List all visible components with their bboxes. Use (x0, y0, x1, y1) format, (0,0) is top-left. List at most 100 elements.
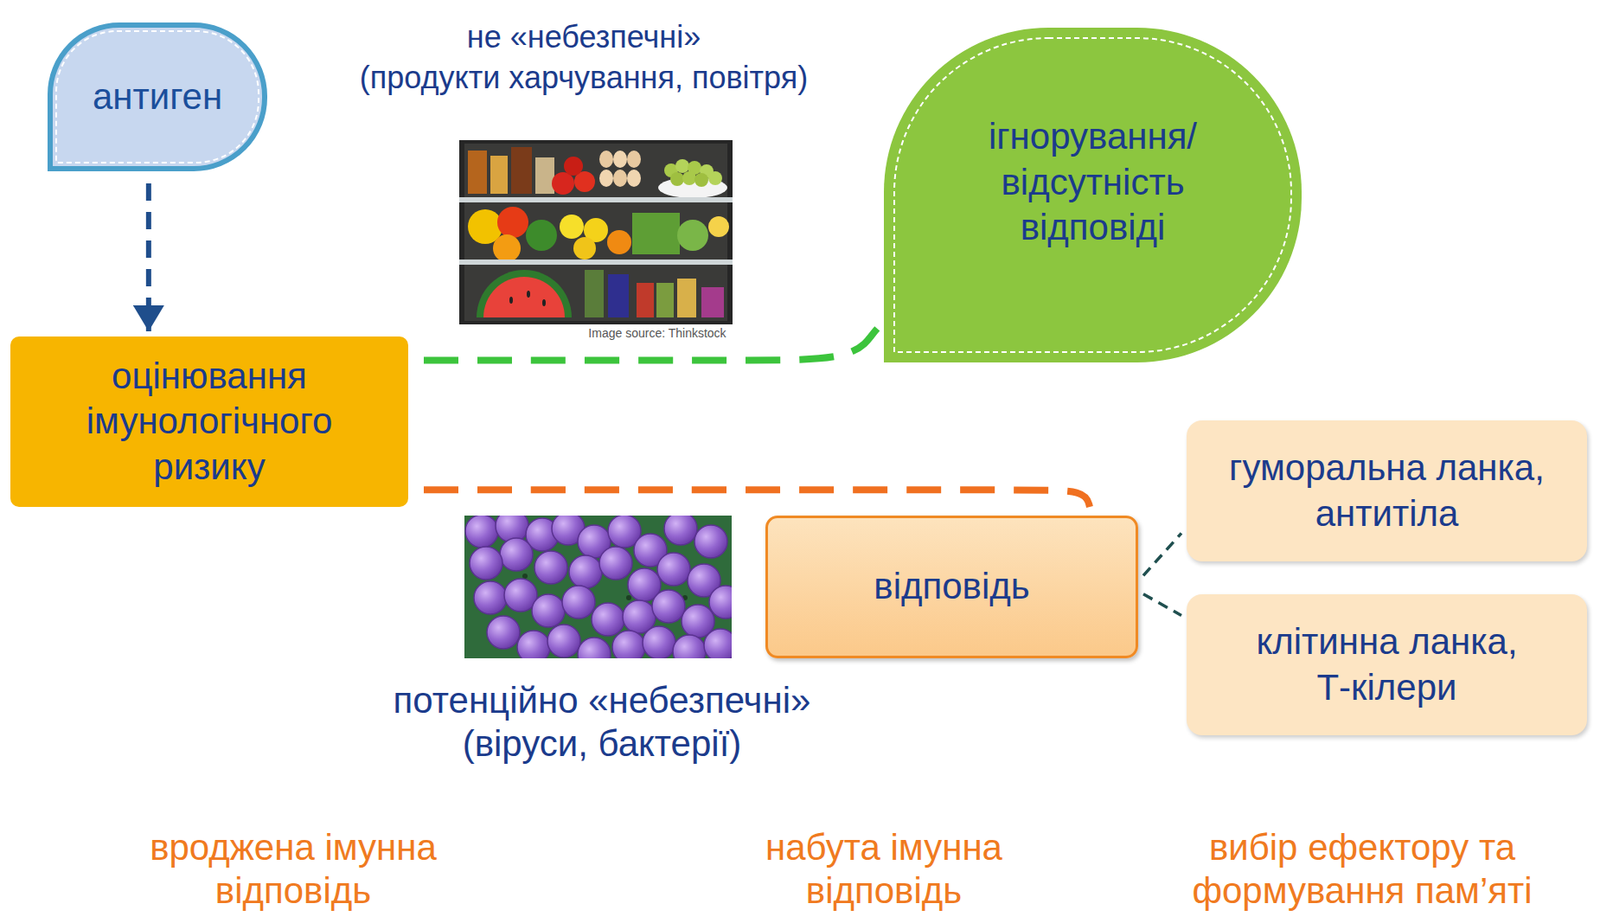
node-fill (50, 25, 265, 169)
image-credit: Image source: Thinkstock (588, 326, 726, 341)
node-text: відповідь (873, 563, 1030, 610)
node-label: ігнорування/ відсутність відповіді (988, 114, 1197, 251)
illustration-part (490, 155, 508, 194)
illustration-part (584, 269, 604, 318)
illustration-part (497, 206, 529, 238)
illustration-part (612, 630, 646, 664)
text-line: антитіла (1228, 491, 1545, 538)
illustration-part (483, 276, 565, 318)
connector (423, 489, 1090, 507)
outcome-bubble: ігнорування/ відсутність відповіді (883, 27, 1302, 363)
node-text: гуморальна ланка, антитіла (1228, 445, 1545, 537)
node-label: антиген (92, 74, 223, 121)
illustration-part (656, 282, 674, 318)
illustration-part (626, 595, 632, 601)
illustration-part (694, 524, 728, 558)
node-text: антиген (92, 74, 223, 121)
illustration-part (627, 150, 641, 168)
illustration-part (636, 282, 654, 318)
illustration-part (599, 546, 633, 580)
illustration-part (708, 216, 730, 237)
illustration-part (675, 159, 690, 173)
illustration-part (492, 234, 521, 263)
connector (423, 323, 883, 361)
text-line: (продукти харчування, повітря) (359, 57, 808, 99)
node-label: гуморальна ланка, антитіла (1228, 445, 1545, 537)
illustration-part (664, 512, 698, 545)
connector (1143, 532, 1182, 576)
text-line: вроджена імунна (149, 825, 437, 870)
illustration-part (704, 628, 737, 662)
illustration-part (701, 287, 724, 318)
bacteria-photo (464, 509, 743, 671)
illustration-part (509, 296, 513, 304)
illustration-part (551, 172, 575, 195)
illustration-part (467, 150, 487, 194)
text-line: імунологічного (86, 398, 333, 445)
node-inner-outline (894, 38, 1292, 352)
illustration-part (573, 236, 596, 260)
node-fill (883, 27, 1302, 363)
illustration-part (708, 171, 723, 186)
illustration-part (613, 150, 628, 168)
illustration-part (569, 555, 602, 589)
illustration-part (672, 634, 706, 668)
process-box: відповідь (765, 515, 1139, 659)
connector (146, 183, 152, 332)
text-line: гуморальна ланка, (1228, 445, 1545, 492)
illustration-part (459, 197, 733, 203)
illustration-part (459, 140, 733, 325)
illustration-part (469, 546, 503, 580)
illustration-part (522, 573, 528, 579)
illustration-part (608, 274, 629, 318)
text-line: потенційно «небезпечні» (393, 678, 812, 723)
illustration-part (677, 219, 709, 251)
illustration-part (563, 156, 583, 176)
illustration-part (459, 259, 733, 265)
illustration-part (495, 509, 529, 543)
node-text: клітинна ланка, Т-кілери (1255, 619, 1517, 711)
text-line: не «небезпечні» (359, 17, 808, 58)
node-text: оцінювання імунологічного ризику (86, 353, 333, 491)
illustration-part (534, 550, 568, 584)
illustration-part (599, 150, 614, 168)
fridge-photo (459, 140, 733, 325)
illustration-part (562, 585, 596, 619)
illustration-part (652, 589, 685, 623)
text-line: формування пам’яті (1191, 869, 1532, 913)
illustration-part (517, 630, 551, 664)
bacteria-photo (464, 509, 743, 671)
illustration-part (599, 169, 614, 187)
illustration-part (535, 157, 555, 194)
node-text: ігнорування/ відсутність відповіді (988, 114, 1197, 251)
effector-box: гуморальна ланка, антитіла (1186, 420, 1588, 562)
illustration-part (526, 290, 531, 298)
node-label: клітинна ланка, Т-кілери (1255, 619, 1517, 711)
stage-label: вроджена імунна відповідь (149, 825, 437, 914)
illustration-part (465, 514, 499, 548)
text-line: Т-кілери (1255, 665, 1517, 711)
node-label: оцінювання імунологічного ризику (86, 353, 333, 491)
stage-label: вибір ефектору та формування пам’яті (1191, 825, 1532, 914)
connector (1143, 594, 1182, 616)
annotation: не «небезпечні» (продукти харчування, по… (359, 17, 808, 99)
illustration-part (464, 143, 728, 321)
illustration-part (542, 299, 546, 307)
text-line: набута імунна (765, 825, 1003, 870)
text-line: відповіді (988, 204, 1197, 251)
text-line: відповідь (765, 869, 1003, 913)
node-inner-outline (56, 31, 259, 163)
illustration-part (525, 219, 557, 251)
illustration-part (499, 537, 533, 571)
illustration-part (694, 172, 709, 187)
illustration-part (657, 552, 691, 586)
illustration-part (607, 230, 632, 255)
text-line: відсутність (988, 160, 1197, 206)
effector-box: клітинна ланка, Т-кілери (1186, 594, 1588, 736)
illustration-part (547, 624, 581, 658)
illustration-part (670, 172, 685, 186)
text-line: клітинна ланка, (1255, 619, 1517, 666)
annotation: потенційно «небезпечні» (віруси, бактері… (393, 678, 812, 767)
illustration-part (632, 212, 680, 255)
